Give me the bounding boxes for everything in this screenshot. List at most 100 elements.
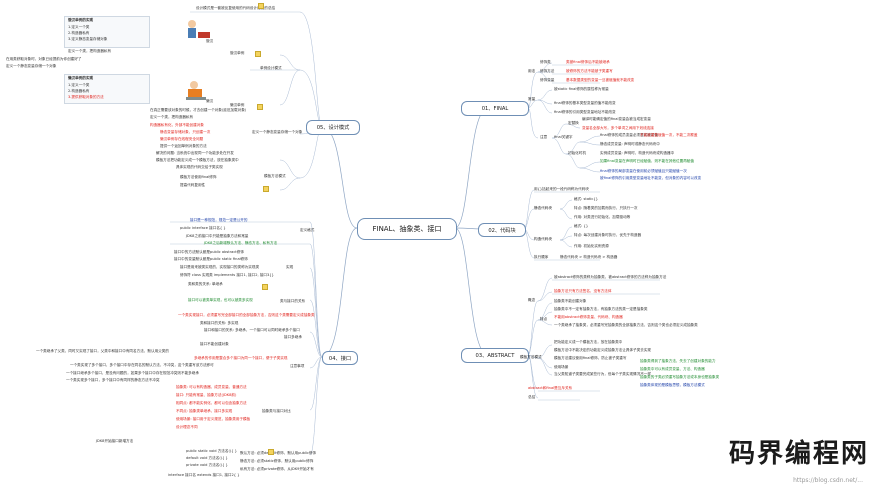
final-blue-note: final修饰的局部变量在使用前必须赋值且只能赋值一次 bbox=[600, 169, 687, 173]
iface-compare[interactable]: 抽象类与接口对比 bbox=[262, 409, 291, 413]
iface-rel-1: 类和类的关系: 单继承 bbox=[188, 282, 223, 286]
abstract-relation-red: abstract和final是互斥关系 bbox=[528, 386, 573, 390]
abstract-method-red: 抽象方法只有方法签名，没有方法体 bbox=[554, 289, 612, 293]
final-init: 初始化时机 bbox=[568, 151, 586, 155]
iface-rel-3: 接口和接口的关系: 多继承，一个接口可以同时继承多个接口 bbox=[204, 328, 300, 332]
lazy-singleton-card: 懒汉单例的实现 1.定义一个类 2.构造器私有 3.提供获取对象的方法 bbox=[64, 74, 150, 104]
iface-c5: 使用场景: 接口用于定义规范，抽象类用于模板 bbox=[176, 417, 251, 421]
branch-abstract[interactable]: 03、ABSTRACT bbox=[461, 348, 529, 363]
iface-private: 私有方法: 必须private修饰，从JDK9开始才有 bbox=[240, 467, 314, 471]
design-red-2: 静态变量存储对象，只创建一次 bbox=[160, 130, 211, 134]
iface-c1: 抽象类: 可以有构造器、成员变量、普通方法 bbox=[176, 385, 247, 389]
abstract-f3: 一个类继承了抽象类，必须重写完抽象类的全部抽象方法，否则这个类也必须定义成抽象类 bbox=[554, 323, 698, 327]
iface-bottom-3: private void 方法名(){ } bbox=[186, 463, 228, 467]
final-modify-class: 修饰类 bbox=[540, 60, 551, 64]
iface-relation[interactable]: 类与接口的关系 bbox=[280, 299, 306, 303]
final-const-desc: 被static final修饰的属性称为常量 bbox=[554, 87, 609, 91]
final-class-desc: 类被final修饰后不能被继承 bbox=[566, 60, 610, 64]
design-lazy[interactable]: 懒汉单例 bbox=[230, 103, 245, 107]
branch-code-block[interactable]: 02、代码块 bbox=[478, 223, 526, 237]
design-red-3: 懒汉单例存在线程安全问题 bbox=[160, 137, 204, 141]
final-usage[interactable]: 用法 bbox=[528, 69, 536, 73]
final-init1: final修饰的成员变量必须显式赋初值 bbox=[600, 133, 659, 137]
design-l1: 定义一个类，把构造器私有 bbox=[150, 115, 194, 119]
iface-define[interactable]: 定义格式 bbox=[300, 228, 315, 232]
iface-green-2: 接口中的变量默认都是public static final修饰 bbox=[174, 257, 248, 261]
final-modify-var: 修饰变量 bbox=[540, 78, 555, 82]
design-l3: 提供一个返回单例对象的方法 bbox=[160, 144, 207, 148]
iface-bottom-1: public static void 方法名(){ } bbox=[186, 449, 238, 453]
sleeping-person-icon bbox=[186, 81, 206, 100]
final-init2: 静态成员变量: 声明时或静态代码块中 bbox=[600, 142, 660, 146]
iface-c2: 接口: 只能有常量、抽象方法(JDK8前) bbox=[176, 393, 237, 397]
code-static-block[interactable]: 静态代码块 bbox=[534, 206, 552, 210]
code-static-1: 格式: static{} bbox=[574, 197, 598, 201]
abstract-concept[interactable]: 概念 bbox=[528, 298, 536, 302]
code-instance-block[interactable]: 构造代码块 bbox=[534, 237, 552, 241]
design-template[interactable]: 模板方法模式 bbox=[264, 174, 286, 178]
iface-impl-desc: 接口是用来被类实现的，实现接口的类称为实现类 bbox=[180, 265, 260, 269]
iface-bottom-2: default void 方法名(){ } bbox=[186, 456, 228, 460]
note-icon[interactable] bbox=[268, 449, 274, 455]
iface-c4: 不同点: 抽象类单继承，接口多实现 bbox=[176, 409, 233, 413]
branch-design-pattern[interactable]: 05、设计模式 bbox=[306, 120, 360, 135]
code-order-desc: 静态代码块 > 构造代码块 > 构造器 bbox=[560, 255, 618, 259]
final-var-desc: 基本数据类型的变量一旦被赋值就不能改变 bbox=[566, 78, 635, 82]
design-t3: 具体实现的代码交给子类实现 bbox=[176, 165, 223, 169]
note-icon[interactable] bbox=[263, 186, 269, 192]
design-red-1: 构造器私有化，外部不能创建对象 bbox=[150, 123, 204, 127]
final-macro-red: 变量名全部大写，多个单词之间用下划线连接 bbox=[582, 126, 654, 130]
final-modify-method: 修饰方法 bbox=[540, 69, 555, 73]
design-h2: 定义一个静态变量存储一个对象 bbox=[6, 64, 57, 68]
design-intro: 设计模式是一套被反复使用的代码设计经验的总结 bbox=[196, 6, 276, 10]
card1-title: 饿汉单例的实现 bbox=[68, 18, 94, 22]
code-inst-3: 作用: 初始化实例资源 bbox=[574, 244, 609, 248]
final-constant[interactable]: 常量 bbox=[528, 97, 536, 101]
design-h1: 定义一个类，把构造器私有 bbox=[68, 49, 112, 53]
hungry-singleton-card: 饿汉单例的实现 1.定义一个类 2.构造器私有 3.定义静态变量存储对象 bbox=[64, 16, 150, 48]
design-hungry[interactable]: 饿汉单例 bbox=[230, 51, 245, 55]
design-t1: 解决的问题: 当系统中出现同一个功能多处在开发 bbox=[156, 151, 234, 155]
final-green-note: 如果final变量在声明时已经赋值，则不能在其他位置再赋值 bbox=[600, 159, 694, 163]
note-icon[interactable] bbox=[258, 3, 264, 9]
abstract-t3: 模板方法建议使用final修饰，防止被子类重写 bbox=[554, 356, 627, 360]
final-intro: final关键字 bbox=[554, 135, 573, 139]
abstract-green-3: 抽象类的子类必须重写抽象方法或本身也是抽象类 bbox=[640, 375, 720, 379]
iface-multi-red: 多继承的作用是整合多个接口为同一个接口，便于子类实现 bbox=[194, 356, 288, 360]
iface-attention[interactable]: 注意事项 bbox=[290, 364, 305, 368]
iface-define-desc: public interface 接口名{ } bbox=[180, 226, 226, 230]
design-t5: 提高代码复用性 bbox=[180, 183, 206, 187]
iface-static: 静态方法: 必须static修饰，默认用public修饰 bbox=[240, 459, 314, 463]
design-t2: 模板方法把功能定义成一个模板方法，放在抽象类中 bbox=[156, 158, 239, 162]
note-icon[interactable] bbox=[257, 104, 263, 110]
design-singleton[interactable]: 单例设计模式 bbox=[260, 66, 282, 70]
branch-final[interactable]: 01、FINAL bbox=[461, 101, 529, 116]
iface-multi-inherit[interactable]: 接口多继承 bbox=[284, 335, 302, 339]
abstract-summary[interactable]: 总结 bbox=[528, 395, 536, 399]
iface-a4: 一个类实现了多个接口，多个接口中存在同名的默认方法，不冲突，这个类重写该方法即可 bbox=[70, 363, 214, 367]
final-attention[interactable]: 注意 bbox=[540, 135, 548, 139]
central-topic[interactable]: FINAL、抽象类、接口 bbox=[357, 218, 457, 240]
person-icon bbox=[188, 20, 210, 38]
card1-line-3: 3.定义静态变量存储对象 bbox=[68, 37, 108, 41]
iface-c3: 相同点: 都不能实例化，都可以包含抽象方法 bbox=[176, 401, 247, 405]
abstract-features[interactable]: 特点 bbox=[540, 317, 548, 321]
design-t4: 模板方法使用final修饰 bbox=[180, 175, 217, 179]
card1-line-1: 1.定义一个类 bbox=[68, 25, 90, 29]
iface-new-methods[interactable]: JDK8开始接口新增方法 bbox=[96, 439, 134, 443]
branch-interface[interactable]: 04、接口 bbox=[322, 351, 358, 365]
iface-implements[interactable]: 实现 bbox=[286, 265, 294, 269]
lazy-illustration: 懒汉 bbox=[176, 76, 218, 106]
abstract-use: 使用场景 bbox=[554, 365, 569, 369]
final-macro-desc: 编译时能确定值的final变量会被当成宏变量 bbox=[582, 117, 651, 121]
design-l2: 定义一个静态变量存储一个对象 bbox=[252, 130, 303, 134]
iface-impl-blue: 接口可以被类单实现，也可以被类多实现 bbox=[188, 298, 253, 302]
note-icon[interactable] bbox=[255, 51, 261, 57]
code-order[interactable]: 执行顺序 bbox=[534, 255, 549, 259]
abstract-t2: 模板方法中不能决定的功能定义成抽象方法让具体子类去实现 bbox=[554, 348, 652, 352]
iface-green-1: 接口中的方法默认都是public abstract修饰 bbox=[174, 250, 244, 254]
design-hungry-desc: 在用类获取对象时，对象已经提前为你创建好了 bbox=[6, 57, 82, 61]
abstract-template[interactable]: 模板方法模式 bbox=[520, 355, 542, 359]
note-icon[interactable] bbox=[262, 284, 268, 290]
iface-a5: 一个接口继承多个接口，是没有问题的，如果多个接口中存在规范冲突则不能多继承 bbox=[66, 371, 199, 375]
